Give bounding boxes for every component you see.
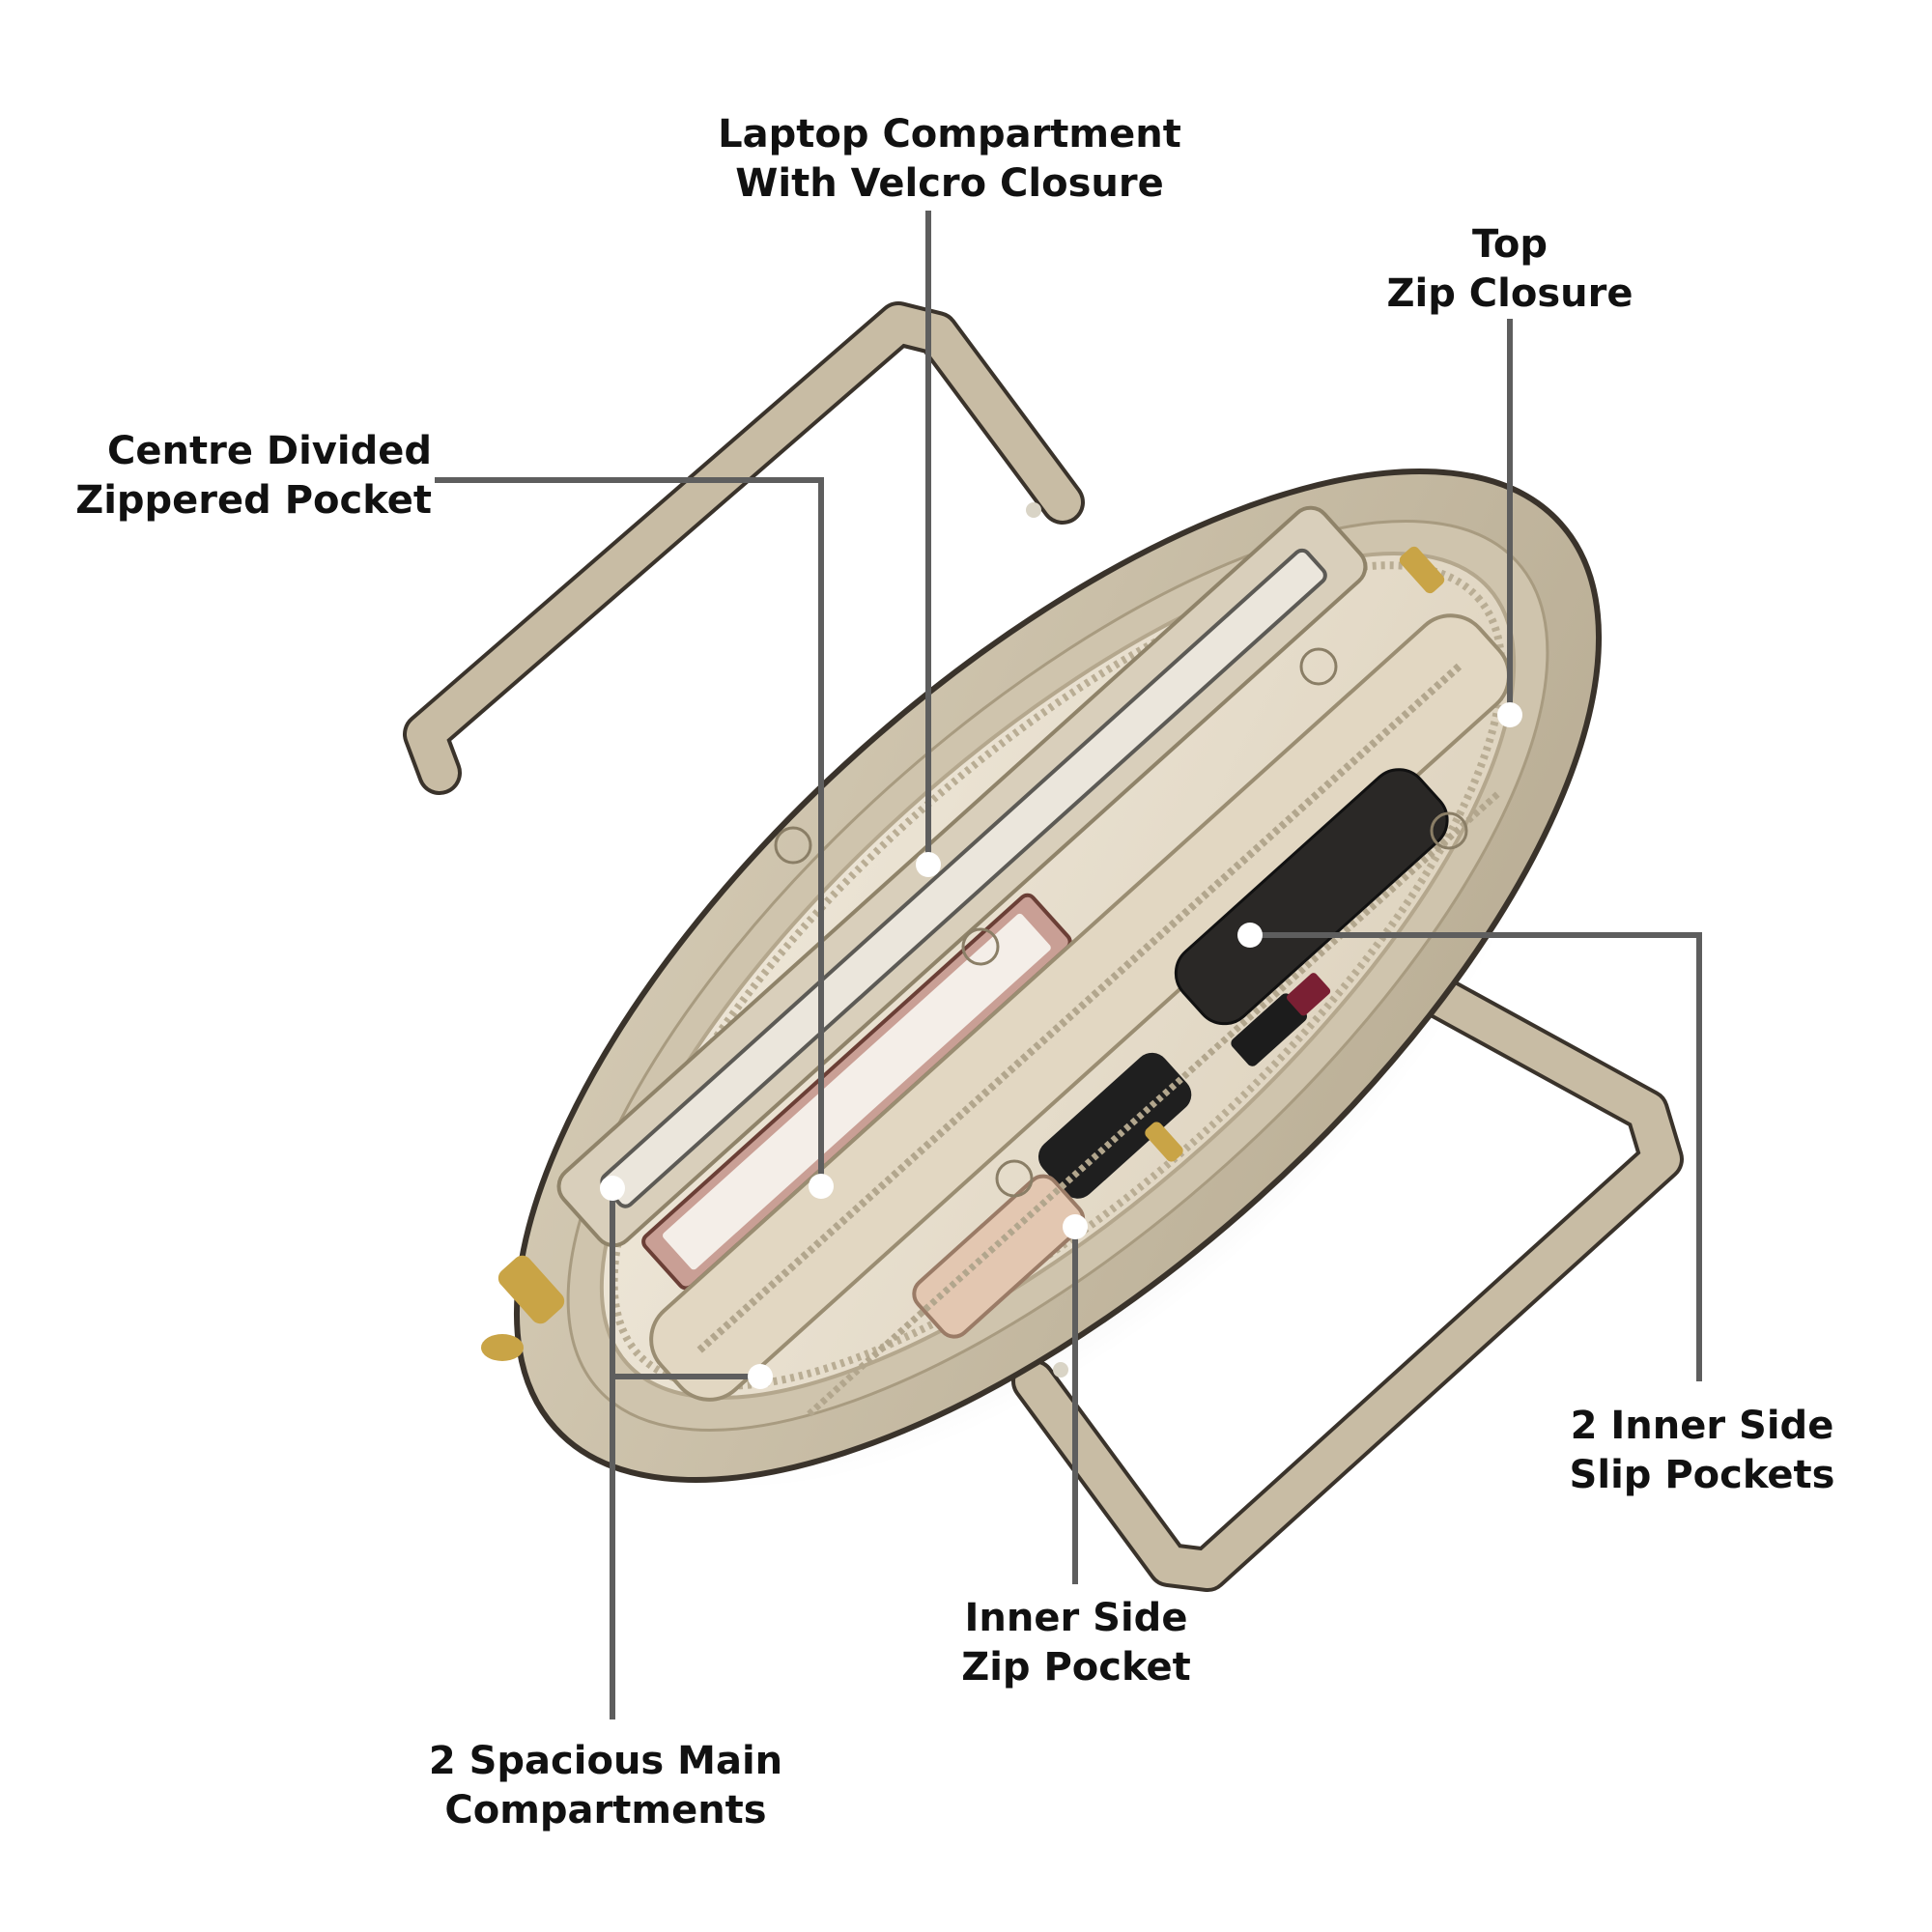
callout-line: Zip Closure: [1386, 271, 1634, 316]
callout-line: Zippered Pocket: [75, 478, 432, 523]
callout-line: Laptop Compartment: [718, 112, 1181, 156]
marker-dot-slip-pockets: [1237, 923, 1263, 948]
callout-line: Compartments: [444, 1788, 767, 1833]
marker-dot-main-compartments: [748, 1364, 773, 1389]
lavie-monograms: [774, 647, 1468, 1198]
leader-line-slip-pockets: [1250, 932, 1702, 1381]
callout-leader-lines: [435, 211, 1702, 1719]
callout-line: With Velcro Closure: [735, 161, 1164, 206]
callout-line: Top: [1471, 222, 1548, 267]
bag-body: [513, 469, 1603, 1483]
callout-line: Centre Divided: [107, 429, 432, 473]
leader-line-centre-divided: [435, 477, 824, 1186]
callout-line: 2 Spacious Main: [428, 1739, 783, 1783]
callout-markers: [600, 702, 1522, 1389]
callout-inner-slip-pockets: 2 Inner Side Slip Pockets: [1570, 1402, 1835, 1500]
callout-main-compartments: 2 Spacious Main Compartments: [429, 1737, 782, 1835]
callout-line: Zip Pocket: [961, 1645, 1191, 1690]
bag-handles: [403, 301, 1684, 1592]
marker-dot-main-compartments: [600, 1176, 625, 1201]
callout-laptop-compartment: Laptop Compartment With Velcro Closure: [718, 110, 1181, 209]
marker-dot-inner-zip: [1063, 1214, 1088, 1239]
callout-centre-divided-pocket: Centre Divided Zippered Pocket: [75, 427, 432, 526]
marker-dot-centre-divided: [809, 1174, 834, 1199]
gold-hardware: [481, 502, 1445, 1378]
callout-inner-zip-pocket: Inner Side Zip Pocket: [961, 1594, 1191, 1692]
callout-line: Slip Pockets: [1569, 1453, 1835, 1497]
callout-line: Inner Side: [964, 1596, 1188, 1640]
callout-top-zip-closure: Top Zip Closure: [1387, 220, 1634, 319]
marker-dot-laptop: [916, 852, 941, 877]
marker-dot-top-zip: [1497, 702, 1522, 727]
callout-line: 2 Inner Side: [1570, 1404, 1834, 1448]
